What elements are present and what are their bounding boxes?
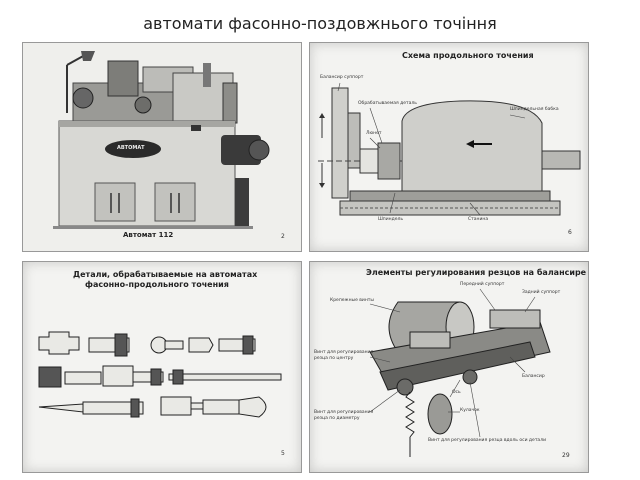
- slide-number: 5: [281, 450, 285, 457]
- slide-title-line-1: Детали, обрабатываемые на автоматах: [73, 270, 258, 279]
- slide-parts-examples: Детали, обрабатываемые на автоматах фасо…: [22, 261, 302, 473]
- label-front-support: Передний суппорт: [460, 282, 505, 287]
- turning-scheme-diagram: [318, 82, 581, 216]
- label-headstock: Шпиндельная бабка: [510, 107, 559, 112]
- label-balance-support: Балансир суппорт: [320, 75, 364, 80]
- label-center-screw: Винт для регулирования резца по центру: [314, 350, 374, 361]
- label-axis: Ось: [452, 390, 461, 395]
- slide-longitudinal-turning-scheme: Схема продольного точения Балансир суппо…: [309, 42, 589, 252]
- label-fixing-screws: Крепежные винты: [330, 298, 374, 303]
- slide-cutter-adjustment: Элементы регулирования резцов на баланси…: [309, 261, 589, 473]
- turned-parts-illustration: [38, 331, 282, 418]
- slide-caption: Автомат 112: [123, 231, 174, 239]
- slide-title-line-2: фасонно-продольного точения: [85, 280, 229, 289]
- slide-number: 29: [562, 452, 570, 459]
- label-rear-support: Задний суппорт: [522, 290, 561, 295]
- balancer-mechanism-diagram: [369, 288, 551, 457]
- label-cam: Кулачок: [460, 408, 480, 413]
- slide-automat-112-photo: АВТОМАТ Автомат 112 2: [22, 42, 302, 252]
- slide-title: Схема продольного точения: [402, 51, 534, 60]
- label-bed: Станина: [468, 217, 489, 222]
- lathe-machine-illustration: [23, 43, 301, 251]
- label-diameter-screw: Винт для регулирования резца по диаметру: [314, 410, 374, 421]
- label-steady-rest: Люнет: [366, 131, 382, 136]
- brand-plate-text: АВТОМАТ: [117, 145, 145, 151]
- label-workpiece: Обрабатываемая деталь: [358, 101, 417, 106]
- label-spindle: Шпиндель: [378, 217, 404, 222]
- page-title: автомати фасонно-поздовжнього точіння: [143, 14, 497, 33]
- label-balancer: Балансир: [522, 374, 545, 379]
- slide-number: 2: [281, 233, 285, 240]
- slide-title: Элементы регулирования резцов на баланси…: [366, 268, 587, 277]
- slide-number: 6: [568, 229, 572, 236]
- label-axial-screw: Винт для регулирования резца вдоль оси д…: [428, 438, 546, 443]
